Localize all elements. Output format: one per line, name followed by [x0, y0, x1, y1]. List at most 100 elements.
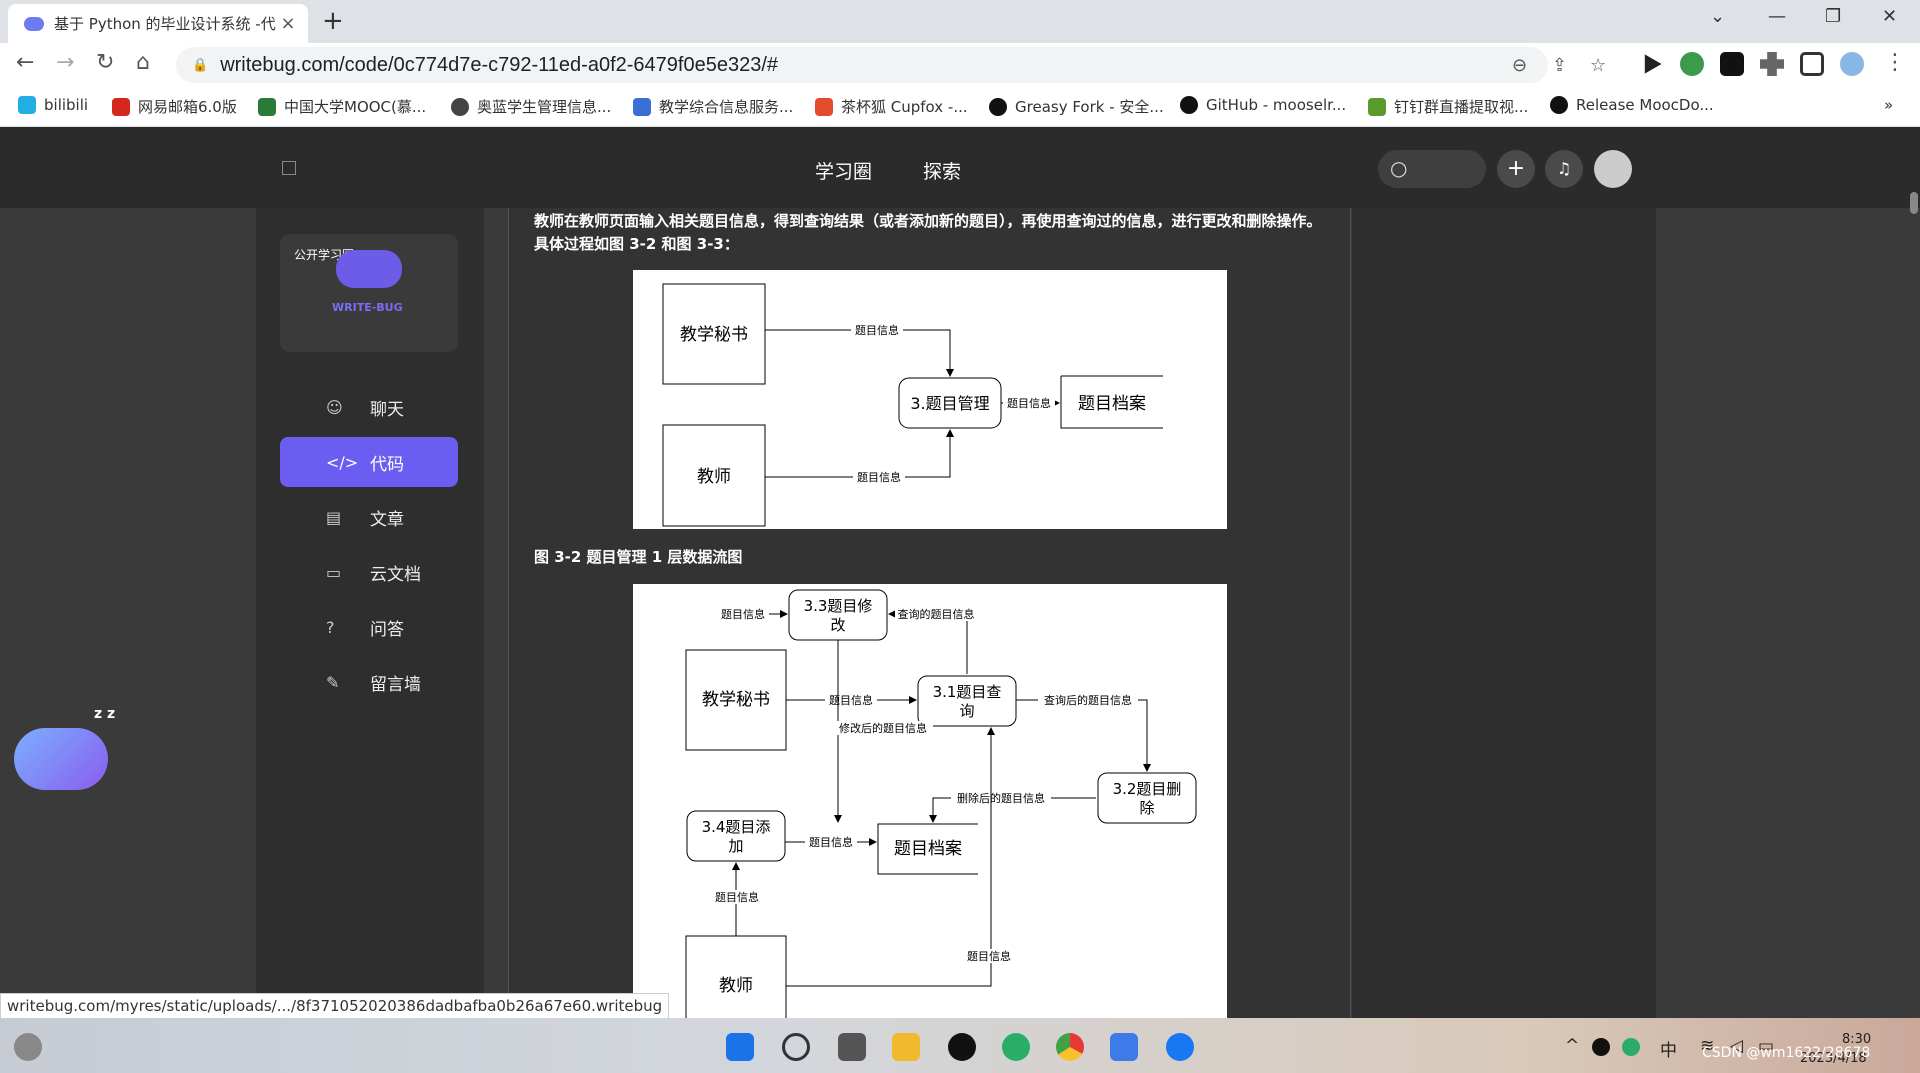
circle-logo-card[interactable]: 公开学习圈 WRITE-BUG	[280, 234, 458, 352]
page-scrollbar[interactable]	[1910, 192, 1918, 214]
figure-3-2-dfd: 教学秘书 教师 3.题目管理 题目档案 题目信息 题目信息 题目信息	[633, 270, 1227, 529]
bookmark-item[interactable]: Release MoocDo...	[1550, 96, 1714, 114]
flow-label-bg	[963, 949, 1015, 963]
new-tab-button[interactable]: +	[322, 6, 344, 36]
code-icon: </>	[326, 452, 359, 472]
forward-arrow-icon[interactable]: →	[56, 50, 75, 75]
bookmark-item[interactable]: 教学综合信息服务...	[633, 96, 793, 117]
flow-label: 题目信息	[829, 693, 873, 707]
search-icon[interactable]	[782, 1033, 810, 1061]
sidebar-item-articles[interactable]: ▤文章	[326, 507, 404, 530]
tab-close-icon[interactable]: ×	[280, 13, 296, 34]
store-label: 题目档案	[1078, 394, 1146, 414]
sleeping-mascot-icon[interactable]	[14, 728, 108, 790]
store-outline	[877, 823, 978, 875]
flow-secretary-to-process	[765, 329, 954, 377]
reload-icon[interactable]: ↻	[96, 50, 115, 75]
tab-title: 基于 Python 的毕业设计系统 -代	[54, 15, 276, 33]
weather-icon[interactable]	[14, 1033, 42, 1061]
k-app-icon[interactable]	[1166, 1033, 1194, 1061]
flow-label: 删除后的题目信息	[957, 791, 1045, 805]
back-arrow-icon[interactable]: ←	[16, 50, 35, 75]
dfd-level1-diagram: 教学秘书 教师 3.题目管理 题目档案 题目信息 题目信息 题目信息	[662, 283, 1163, 527]
process-query-label: 3.1题目查	[933, 683, 1002, 701]
tampermonkey-icon[interactable]	[1720, 52, 1744, 76]
figure-3-3-dfd: 3.3题目修 改 3.1题目查 询 3.2题目删 除 3.4题目添 加 教学秘书…	[633, 584, 1227, 1018]
ime-indicator[interactable]: 中	[1660, 1041, 1677, 1061]
clock-time[interactable]: 8:30	[1842, 1032, 1872, 1047]
flow-label: 题目信息	[1007, 396, 1051, 410]
article-icon: ▤	[326, 507, 342, 527]
flow-label: 修改后的题目信息	[839, 721, 927, 735]
minimize-button[interactable]: —	[1768, 6, 1786, 27]
bilibili-icon	[18, 96, 36, 114]
wechat-icon[interactable]	[1002, 1033, 1030, 1061]
tray-qq-icon[interactable]	[1592, 1038, 1610, 1056]
nav-link-study-circle[interactable]: 学习圈	[815, 161, 873, 183]
user-avatar[interactable]	[1594, 150, 1632, 188]
chrome-icon[interactable]	[1056, 1033, 1084, 1061]
folder-icon: ▭	[326, 562, 342, 582]
bookmark-item[interactable]: bilibili	[18, 96, 88, 114]
windows-start-icon[interactable]	[726, 1033, 754, 1061]
side-panel-icon[interactable]	[1800, 52, 1824, 76]
entity-secretary	[662, 283, 766, 385]
volume-icon[interactable]: ◁	[1730, 1036, 1744, 1056]
more-menu-icon[interactable]: ⋮	[1884, 50, 1906, 75]
wifi-icon[interactable]: ≋	[1700, 1036, 1715, 1056]
browser-tab[interactable]: 基于 Python 的毕业设计系统 -代 ×	[8, 4, 308, 43]
dingtalk-icon	[1368, 97, 1386, 116]
home-icon[interactable]: ⌂	[136, 50, 150, 75]
file-explorer-icon[interactable]	[892, 1033, 920, 1061]
zoom-icon[interactable]: ⊖	[1512, 54, 1528, 76]
bookmark-item[interactable]: Greasy Fork - 安全...	[989, 96, 1164, 117]
writebug-favicon-icon	[24, 16, 44, 31]
tray-wechat-icon[interactable]	[1622, 1038, 1640, 1056]
tab-search-dropdown-icon[interactable]: ⌄	[1710, 6, 1726, 27]
chat-icon: ☺	[326, 397, 343, 417]
profile-avatar[interactable]	[1840, 52, 1864, 76]
nav-link-explore[interactable]: 探索	[923, 161, 962, 183]
entity-teacher-label: 教师	[719, 976, 753, 996]
bookmark-star-icon[interactable]: ☆	[1590, 54, 1607, 76]
bookmark-item[interactable]: 网易邮箱6.0版	[112, 96, 237, 117]
flow-label-bg	[853, 470, 905, 484]
clock-date[interactable]: 2023/4/18	[1800, 1051, 1867, 1066]
sidebar-item-code[interactable]: </>代码	[280, 437, 458, 487]
bookmark-item[interactable]: 茶杯狐 Cupfox -...	[815, 96, 968, 117]
flow-teacher-to-process	[765, 429, 954, 478]
bookmark-item[interactable]: 钉钉群直播提取视...	[1368, 96, 1528, 117]
battery-icon[interactable]: ▭	[1758, 1036, 1775, 1056]
task-view-icon[interactable]	[838, 1033, 866, 1061]
bookmark-item[interactable]: 中国大学MOOC(慕...	[258, 96, 426, 117]
qq-icon[interactable]	[948, 1033, 976, 1061]
sidebar-item-qa[interactable]: ?问答	[326, 617, 404, 640]
sidebar-item-chat[interactable]: ☺聊天	[326, 397, 404, 420]
process-add-label: 3.4题目添	[702, 818, 771, 836]
entity-secretary-label: 教学秘书	[680, 325, 748, 345]
tray-chevron-icon[interactable]: ^	[1565, 1036, 1580, 1056]
sidebar-item-cloud-docs[interactable]: ▭云文档	[326, 562, 421, 585]
notification-bell-icon[interactable]: ♫	[1545, 150, 1583, 188]
bookmarks-more-icon[interactable]: »	[1884, 96, 1894, 114]
site-logo-broken-image-icon[interactable]	[282, 161, 296, 175]
process-add-label: 加	[728, 837, 743, 855]
github-icon	[1180, 96, 1198, 114]
globe-extension-icon[interactable]	[1680, 52, 1704, 76]
add-button[interactable]: +	[1497, 150, 1535, 188]
flow-label: 题目信息	[857, 470, 901, 484]
restore-button[interactable]: ❐	[1825, 6, 1842, 27]
process-modify-label: 3.3题目修	[804, 597, 873, 615]
site-search-input[interactable]: ○	[1378, 150, 1486, 188]
bookmark-item[interactable]: GitHub - mooselr...	[1180, 96, 1346, 114]
bookmark-item[interactable]: 奥蓝学生管理信息...	[451, 96, 611, 117]
address-url[interactable]: writebug.com/code/0c774d7e-c792-11ed-a0f…	[220, 53, 778, 76]
writebug-mascot-icon	[336, 250, 402, 288]
sidebar-item-message-wall[interactable]: ✎留言墙	[326, 672, 421, 695]
process-delete	[1097, 772, 1197, 824]
app-icon[interactable]	[1110, 1033, 1138, 1061]
address-bar[interactable]: 🔒 writebug.com/code/0c774d7e-c792-11ed-a…	[176, 47, 1606, 83]
entity-teacher-label: 教师	[697, 467, 731, 487]
share-icon[interactable]: ⇪	[1552, 54, 1568, 76]
close-window-button[interactable]: ✕	[1882, 6, 1898, 27]
